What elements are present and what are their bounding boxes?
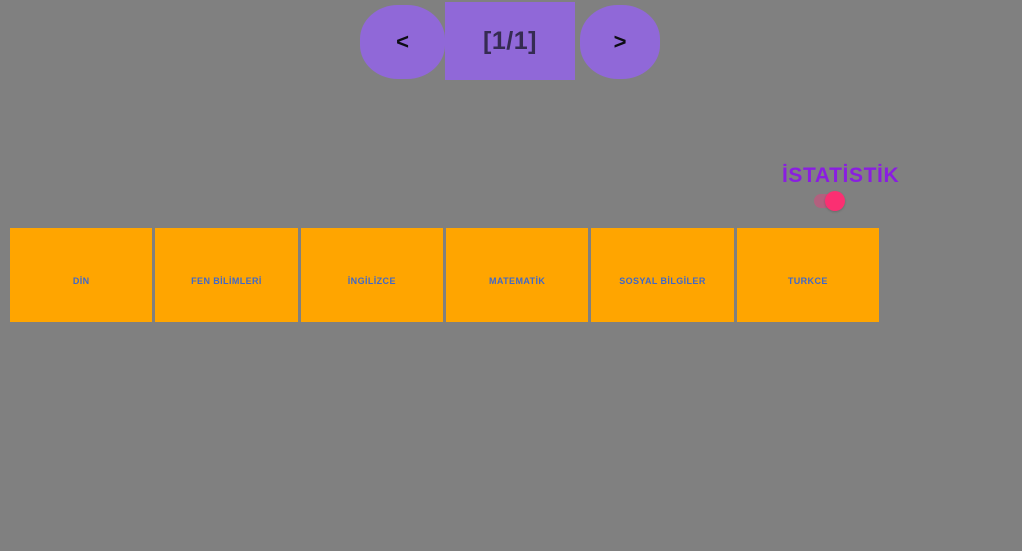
previous-page-button[interactable]: < (360, 5, 445, 79)
toggle-knob-icon (824, 190, 845, 211)
subject-card-turkce[interactable]: TURKCE (736, 228, 879, 322)
page-indicator[interactable]: [1/1] (445, 2, 575, 80)
statistics-toggle-wrapper (700, 190, 875, 216)
subject-card-din[interactable]: DİN (10, 228, 153, 322)
subject-card-fen-bilimleri[interactable]: FEN BİLİMLERİ (155, 228, 298, 322)
statistics-block: İSTATİSTİK (700, 164, 900, 216)
statistics-title: İSTATİSTİK (782, 164, 900, 187)
next-page-button[interactable]: > (580, 5, 660, 79)
subject-card-strip: DİN FEN BİLİMLERİ İNGİLİZCE MATEMATİK SO… (10, 228, 879, 322)
subject-card-label: SOSYAL BİLGİLER (619, 276, 706, 286)
subject-card-sosyal-bilgiler[interactable]: SOSYAL BİLGİLER (591, 228, 734, 322)
subject-card-ingilizce[interactable]: İNGİLİZCE (300, 228, 443, 322)
statistics-toggle[interactable] (813, 190, 845, 211)
subject-card-label: TURKCE (787, 276, 828, 286)
subject-card-label: DİN (72, 276, 90, 286)
subject-card-matematik[interactable]: MATEMATİK (445, 228, 589, 322)
subject-card-label: MATEMATİK (489, 276, 546, 286)
pagination-bar: < [1/1] > (360, 2, 660, 80)
subject-card-label: FEN BİLİMLERİ (191, 276, 262, 286)
subject-card-label: İNGİLİZCE (347, 276, 396, 286)
